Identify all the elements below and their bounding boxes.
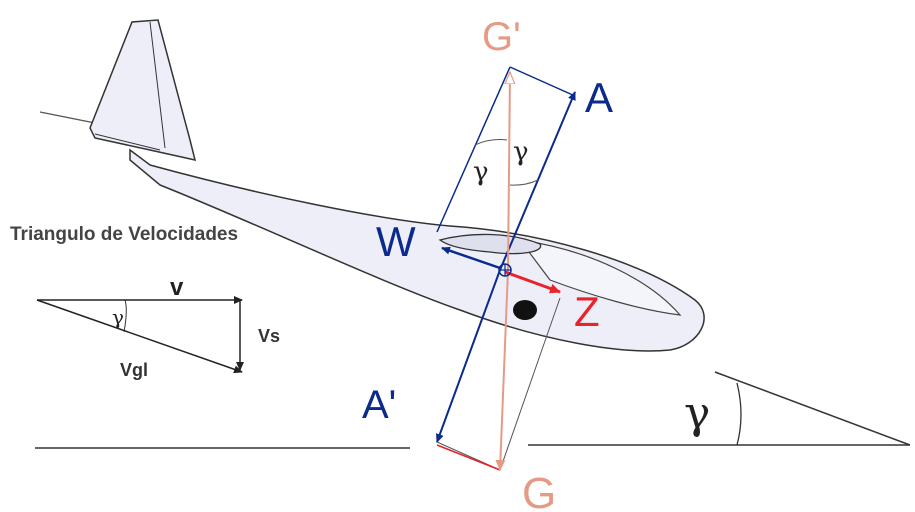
glider-tail-fin — [89, 19, 197, 161]
velocity-triangle-title: Triangulo de Velocidades — [10, 224, 238, 245]
vector-g — [495, 269, 509, 471]
vector-w — [441, 246, 501, 270]
glider-fuselage — [129, 148, 705, 352]
triangle-gamma-arc — [123, 299, 127, 333]
label-a: A — [585, 74, 613, 121]
slope-line — [714, 371, 911, 446]
slope-angle-arc — [736, 382, 742, 446]
vector-z — [504, 270, 561, 294]
triangle-label-vs: Vs — [258, 326, 280, 346]
label-gamma-left: γ — [473, 157, 489, 187]
triangle-label-gamma: γ — [112, 305, 124, 329]
label-g-prime: G' — [482, 15, 521, 59]
glider-canopy — [518, 239, 682, 316]
label-a-prime: A' — [362, 383, 396, 427]
vector-a — [499, 91, 576, 271]
vector-rect-left — [436, 66, 511, 233]
label-z: Z — [574, 288, 600, 335]
gamma-arc-left — [474, 139, 508, 146]
gamma-arc-right — [509, 179, 539, 186]
label-slope-gamma: γ — [684, 388, 710, 439]
triangle-label-v: v — [170, 274, 184, 301]
label-gamma-right: γ — [513, 137, 529, 167]
vector-g-prime — [508, 72, 510, 271]
triangle-vgl-arrow — [36, 299, 243, 374]
glider-wing-root — [438, 233, 542, 255]
triangle-label-vgl: Vgl — [120, 360, 148, 380]
label-g: G — [522, 469, 556, 512]
vector-rect-top — [509, 66, 576, 97]
glider-wheel — [513, 300, 537, 320]
label-w: W — [376, 218, 416, 265]
vector-a-prime — [435, 269, 501, 443]
gravity-base — [436, 444, 501, 471]
